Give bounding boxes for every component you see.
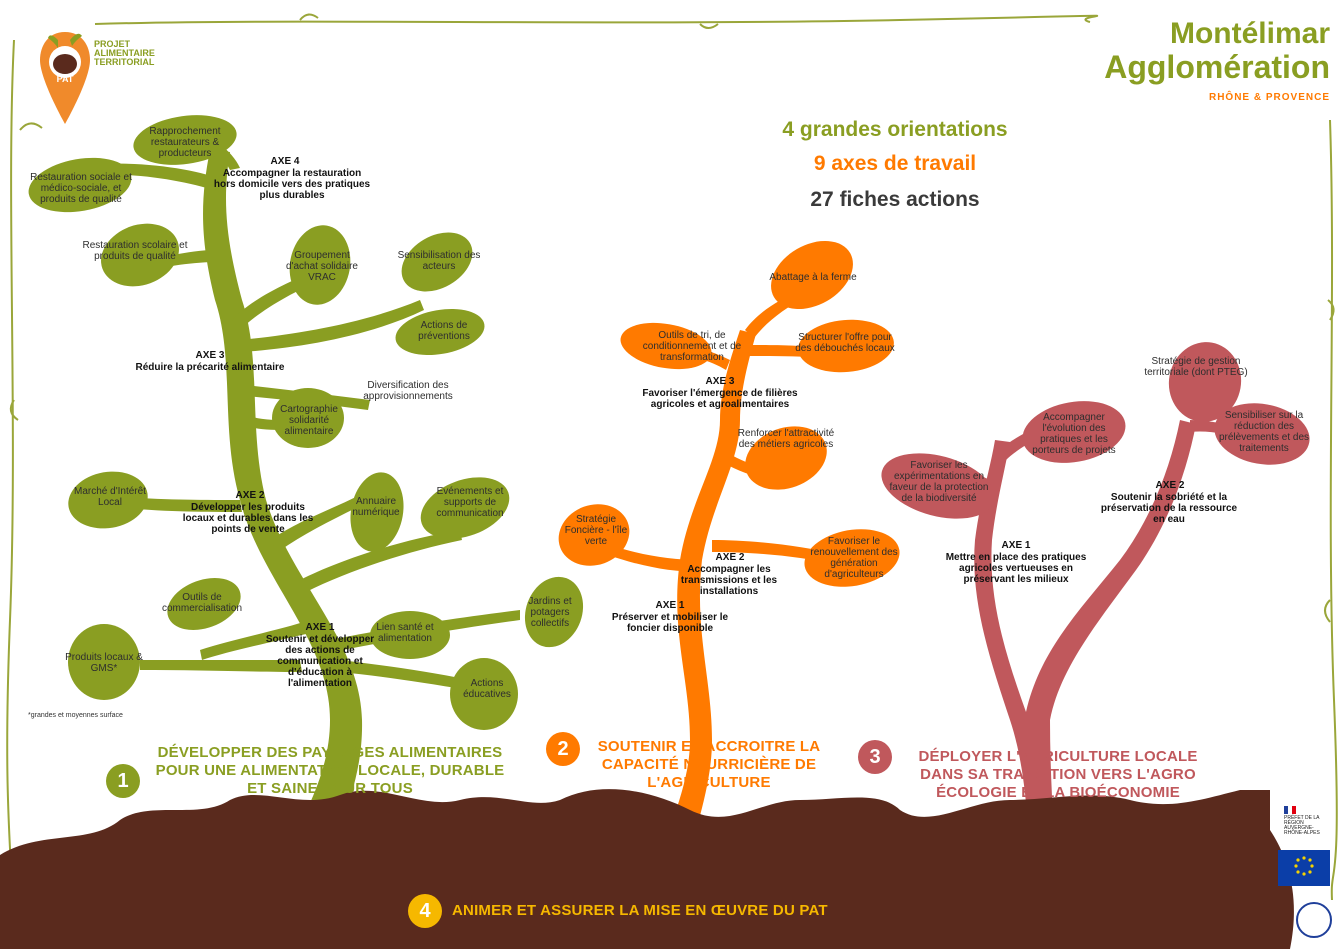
pat-badge: PAT	[52, 74, 78, 84]
leaf-label: Favoriser les expérimentations en faveur…	[884, 460, 994, 504]
orientation-1-text: DÉVELOPPER DES PAYSAGES ALIMENTAIRES POU…	[150, 744, 510, 798]
leaf-label: Sensibiliser sur la réduction des prélèv…	[1214, 410, 1314, 454]
orientation-4-text: ANIMER ET ASSURER LA MISE EN ŒUVRE DU PA…	[452, 902, 912, 920]
axe-2-text: Accompagner les transmissions et les ins…	[664, 564, 794, 597]
brand-tagline: RHÔNE & PROVENCE	[1120, 92, 1330, 103]
leaf-label: Actions de préventions	[398, 320, 490, 342]
brand-subtitle: Agglomération	[1050, 50, 1330, 84]
leaf-label: Restauration scolaire et produits de qua…	[80, 240, 190, 262]
axe-3-text: Réduire la précarité alimentaire	[100, 362, 320, 373]
axe-1-title: AXE 1	[966, 540, 1066, 551]
leaf-label: Abattage à la ferme	[768, 272, 858, 283]
leaf-label: Groupement d'achat solidaire VRAC	[282, 250, 362, 283]
soil	[0, 789, 1294, 949]
leaf-label: Stratégie Foncière - l'île verte	[560, 514, 632, 547]
leaf-label: Outils de tri, de conditionnement et de …	[622, 330, 762, 363]
leaf-label: Annuaire numérique	[346, 496, 406, 518]
leaf-label: Structurer l'offre pour des débouchés lo…	[790, 332, 900, 354]
leaf-label: Restauration sociale et médico-sociale, …	[22, 172, 140, 205]
leaf-label: Outils de commercialisation	[154, 592, 250, 614]
stat-orientations: 4 grandes orientations	[730, 118, 1060, 142]
leaf-label: Favoriser le renouvellement des générati…	[806, 536, 902, 580]
leaf-label: Actions éducatives	[450, 678, 524, 700]
prefet-logo: PRÉFET DE LA RÉGION AUVERGNE-RHÔNE-ALPES	[1284, 806, 1330, 842]
french-flag-icon	[1284, 806, 1296, 814]
orientation-1-number: 1	[106, 764, 140, 798]
footnote: *grandes et moyennes surface	[28, 712, 188, 719]
orientation-3-text: DÉPLOYER L'AGRICULTURE LOCALE DANS SA TR…	[898, 748, 1218, 802]
axe-4-text: Accompagner la restauration hors domicil…	[212, 168, 372, 201]
leaf-label: Rapprochement restaurateurs & producteur…	[135, 126, 235, 159]
leaf-label: Jardins et potagers collectifs	[520, 596, 580, 629]
axe-1-text: Mettre en place des pratiques agricoles …	[944, 552, 1088, 585]
axe-1-title: AXE 1	[260, 622, 380, 633]
axe-2-title: AXE 2	[170, 490, 330, 501]
leaf-label: Cartographie solidarité alimentaire	[266, 404, 352, 437]
orientation-3-number: 3	[858, 740, 892, 774]
orientation-4-number: 4	[408, 894, 442, 928]
leaf-label: Diversification des approvisionnements	[350, 380, 466, 402]
leaf-label: Sensibilisation des acteurs	[396, 250, 482, 272]
leaf-label: Stratégie de gestion territoriale (dont …	[1140, 356, 1252, 378]
axe-3-text: Favoriser l'émergence de filières agrico…	[620, 388, 820, 410]
prefet-text: PRÉFET DE LA RÉGION AUVERGNE-RHÔNE-ALPES	[1284, 816, 1330, 836]
pat-logo-text: PROJET ALIMENTAIRE TERRITORIAL	[94, 40, 184, 67]
axe-2-title: AXE 2	[680, 552, 780, 563]
stat-axes: 9 axes de travail	[730, 152, 1060, 176]
axe-1-text: Préserver et mobiliser le foncier dispon…	[598, 612, 742, 634]
leaf-label: Produits locaux & GMS*	[64, 652, 144, 674]
axe-2-text: Développer les produits locaux et durabl…	[180, 502, 316, 535]
leaf-label: Marché d'Intérêt Local	[70, 486, 150, 508]
brand-title: Montélimar	[1080, 18, 1330, 50]
france-relance-icon	[1296, 902, 1332, 938]
orientation-2-text: SOUTENIR ET ACCROITRE LA CAPACITÉ NOURRI…	[584, 738, 834, 792]
axe-2-text: Soutenir la sobriété et la préservation …	[1094, 492, 1244, 525]
leaf-label: Renforcer l'attractivité des métiers agr…	[734, 428, 838, 450]
pat-logo: PAT	[36, 28, 94, 128]
axe-2-title: AXE 2	[1120, 480, 1220, 491]
leaf-label: Evénements et supports de communication	[424, 486, 516, 519]
orientation-2-number: 2	[546, 732, 580, 766]
axe-3-title: AXE 3	[670, 376, 770, 387]
axe-1-text: Soutenir et développer des actions de co…	[262, 634, 378, 689]
axe-4-title: AXE 4	[195, 156, 375, 167]
axe-1-title: AXE 1	[620, 600, 720, 611]
eu-flag-icon	[1278, 850, 1330, 886]
stat-actions: 27 fiches actions	[730, 188, 1060, 212]
leaf-label: Accompagner l'évolution des pratiques et…	[1026, 412, 1122, 456]
axe-3-title: AXE 3	[120, 350, 300, 361]
